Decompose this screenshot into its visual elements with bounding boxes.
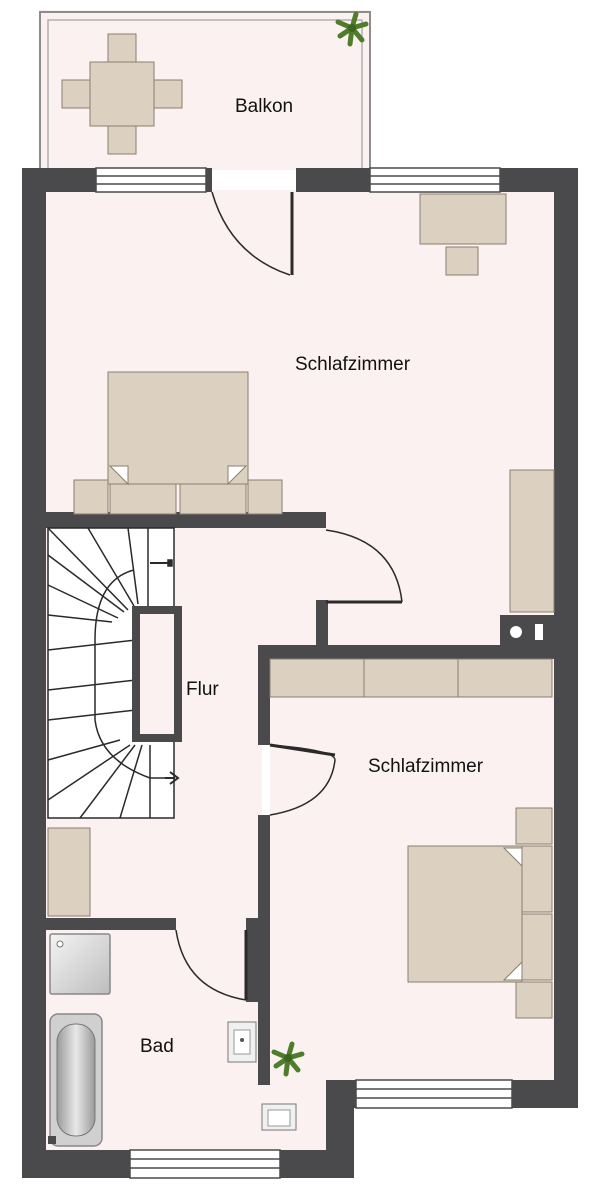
- chair-left: [61, 79, 91, 109]
- door-sz2: [269, 744, 336, 816]
- wardrobe-sz2-2: [363, 658, 459, 698]
- bath-corner: [48, 1136, 56, 1144]
- shower-drain-icon: [56, 940, 64, 948]
- window-top-right: [369, 167, 501, 193]
- column-outlet-icon: [510, 626, 522, 638]
- sz1-furniture: [73, 193, 555, 613]
- room-label-bad: Bad: [140, 1036, 174, 1057]
- window-bottom-right: [355, 1079, 513, 1109]
- flur-cabinet: [47, 827, 91, 917]
- wall-bad-top: [46, 918, 176, 930]
- wardrobe-sz2-3: [457, 658, 553, 698]
- bathtub-inner: [56, 1023, 96, 1137]
- balcony-railing: [39, 11, 371, 168]
- stair-core: [132, 606, 182, 742]
- plant-icon: [271, 1041, 305, 1077]
- wardrobe-sz1: [509, 469, 555, 613]
- door-sz1: [325, 529, 403, 603]
- balcony-railing-inner: [47, 19, 363, 168]
- sink-tap-icon: [240, 1038, 244, 1042]
- wall-right: [554, 168, 578, 1108]
- nightstand-left: [73, 479, 109, 515]
- sz2-furniture: [269, 658, 553, 1019]
- pillow-sz2-bottom: [521, 913, 553, 981]
- balcony: Balkon: [39, 10, 371, 170]
- wall-bad-right: [246, 918, 258, 1002]
- wardrobe-sz2-1: [269, 658, 365, 698]
- pillow-sz2-top: [521, 845, 553, 913]
- wall-left: [22, 168, 46, 1178]
- table: [89, 61, 155, 127]
- wall-sz2-left-top: [258, 645, 270, 745]
- bathroom-fixtures: [48, 933, 297, 1147]
- balcony-table-set: [61, 33, 183, 155]
- nightstand-sz2-top: [515, 807, 553, 845]
- chair-bottom: [107, 125, 137, 155]
- room-label-schlafzimmer-1: Schlafzimmer: [295, 354, 411, 375]
- column-switch-icon: [535, 624, 543, 640]
- toilet-bowl: [267, 1109, 291, 1127]
- pillow-right: [179, 483, 247, 515]
- bed-sz2: [407, 845, 523, 983]
- door-balcony: [211, 191, 291, 276]
- room-label-flur: Flur: [186, 679, 219, 700]
- door-bad: [175, 929, 247, 1001]
- window-bottom-bad: [129, 1149, 281, 1179]
- bed-sz2-fold: [502, 847, 523, 981]
- door-sz2-leaf: [269, 743, 336, 757]
- windows: [95, 167, 513, 1179]
- plant-icon: [335, 11, 369, 47]
- bed-sz1-fold: [108, 465, 248, 486]
- wall-sz2-left-bottom: [258, 815, 270, 1085]
- shower-tray: [49, 933, 111, 995]
- wall-sz2-top: [258, 645, 554, 659]
- chair-top: [107, 33, 137, 63]
- nightstand-right: [247, 479, 283, 515]
- wall-flur-right-stub: [316, 600, 328, 648]
- desk: [419, 193, 507, 245]
- nightstand-sz2-bottom: [515, 981, 553, 1019]
- room-label-schlafzimmer-2: Schlafzimmer: [368, 756, 484, 777]
- stair-arrow-icon: [165, 771, 180, 785]
- room-label-balkon: Balkon: [235, 96, 293, 117]
- chair-right: [153, 79, 183, 109]
- bed-sz1: [107, 371, 249, 485]
- pillow-left: [109, 483, 177, 515]
- window-top-left: [95, 167, 207, 193]
- doors: [175, 191, 403, 1001]
- wall-flur-top: [46, 512, 326, 528]
- wall-column: [500, 615, 554, 647]
- desk-chair: [445, 246, 479, 276]
